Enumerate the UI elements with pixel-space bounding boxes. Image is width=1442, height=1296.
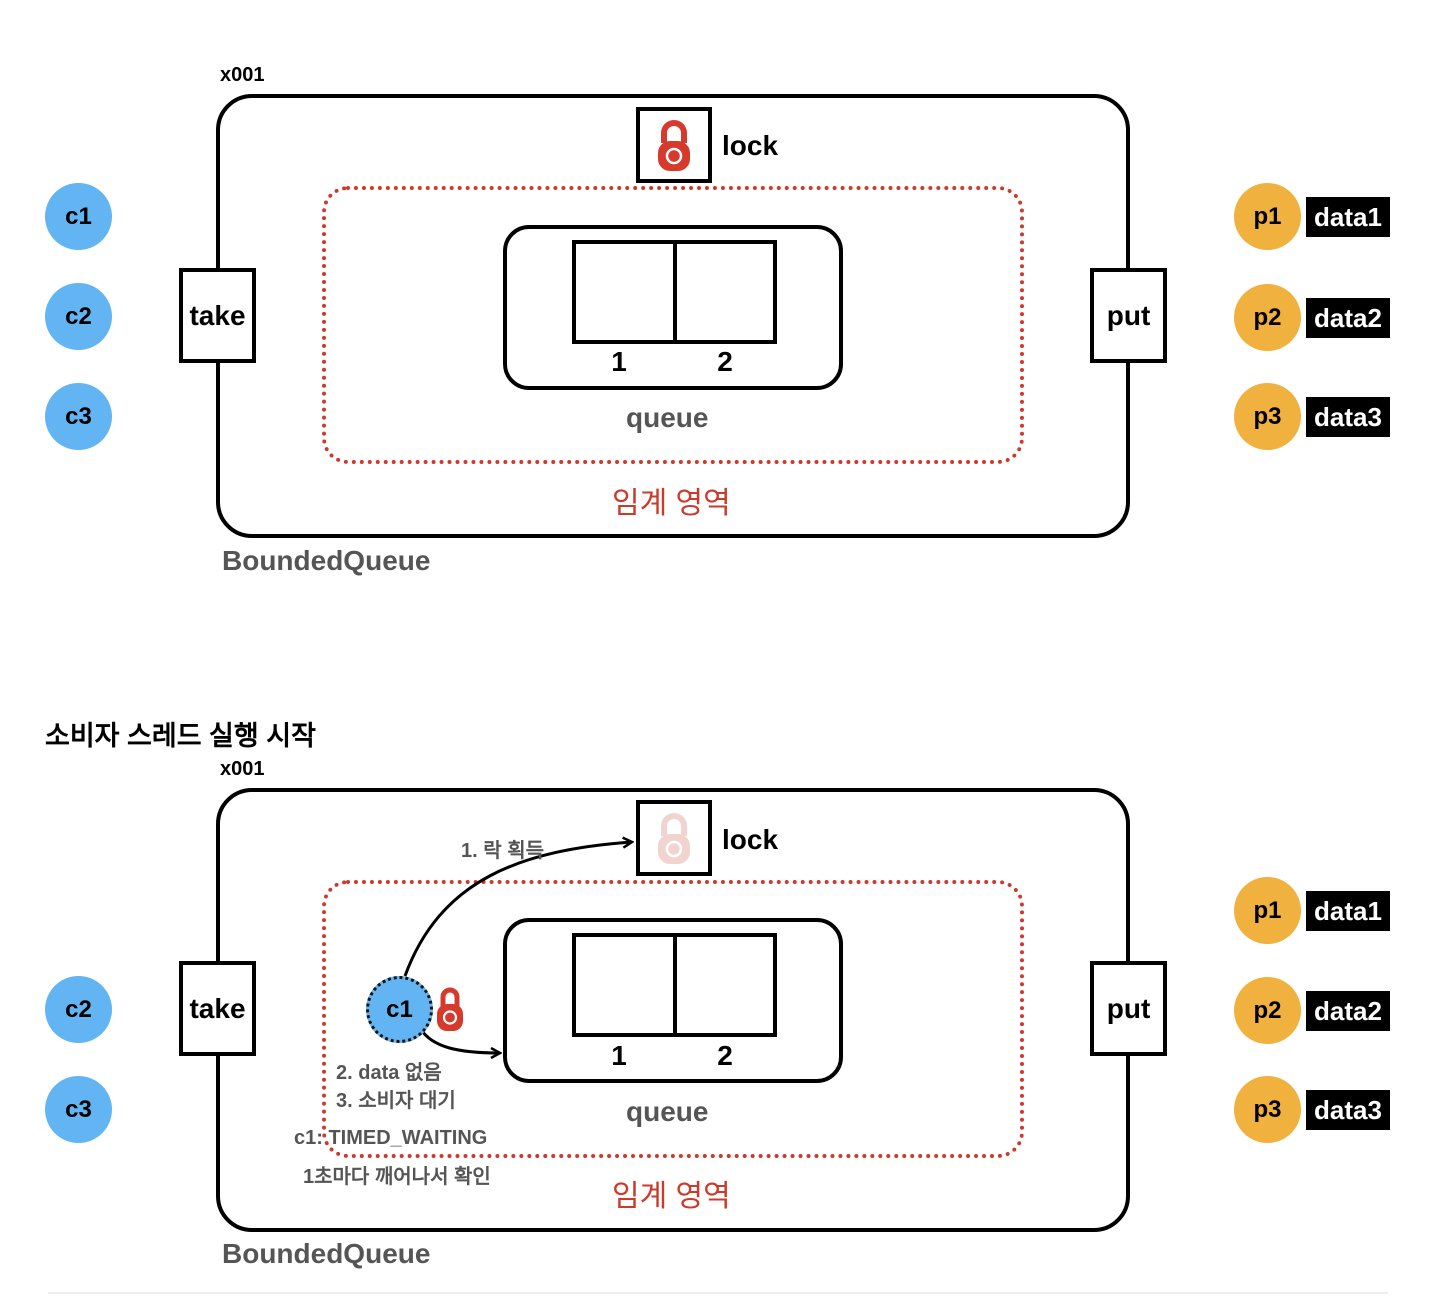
slot-number: 2 xyxy=(717,346,733,377)
bottom-critical-label: 임계 영역 xyxy=(612,1180,731,1213)
bottom-take-gate: take xyxy=(179,961,256,1056)
bottom-container-label: BoundedQueue xyxy=(222,1238,431,1269)
bottom-lock-label: lock xyxy=(722,824,779,855)
active-consumer-thread: c1 xyxy=(366,976,433,1043)
bottom-put-gate: put xyxy=(1090,961,1167,1056)
queue-slot xyxy=(672,937,774,1033)
step-1-note: 1. 락 획득 xyxy=(461,840,544,862)
consumer-thread: c3 xyxy=(45,1076,112,1143)
producer-thread: p3 xyxy=(1234,383,1301,450)
step-2-note: 2. data 없음 xyxy=(336,1062,442,1084)
arrow-to-lock xyxy=(403,842,632,977)
queue-slot xyxy=(672,244,774,340)
bottom-critical-section xyxy=(322,880,1024,1158)
top-queue-slots xyxy=(572,240,777,344)
consumer-thread: c1 xyxy=(45,183,112,250)
bottom-queue-slots xyxy=(572,933,777,1037)
top-critical-label: 임계 영역 xyxy=(612,487,731,520)
top-critical-section xyxy=(322,186,1024,464)
producer-thread: p3 xyxy=(1234,1076,1301,1143)
step-3-note: 3. 소비자 대기 xyxy=(336,1090,456,1112)
producer-data-tag: data2 xyxy=(1306,991,1390,1031)
top-queue-label: queue xyxy=(626,402,709,433)
producer-data-tag: data3 xyxy=(1306,1090,1390,1130)
bottom-queue-label: queue xyxy=(626,1096,709,1127)
top-lock-box xyxy=(636,107,712,183)
producer-data-tag: data1 xyxy=(1306,891,1390,931)
thread-state-note: c1: TIMED_WAITING xyxy=(294,1127,488,1149)
lock-icon xyxy=(658,120,690,171)
producer-data-tag: data3 xyxy=(1306,397,1390,437)
top-container-label: BoundedQueue xyxy=(222,545,431,576)
producer-data-tag: data2 xyxy=(1306,298,1390,338)
producer-data-tag: data1 xyxy=(1306,197,1390,237)
top-lock-label: lock xyxy=(722,130,779,161)
consumer-thread: c3 xyxy=(45,383,112,450)
top-take-gate: take xyxy=(179,268,256,363)
thread-state-detail: 1초마다 깨어나서 확인 xyxy=(303,1166,491,1188)
lock-icon xyxy=(437,987,463,1031)
consumer-thread: c2 xyxy=(45,976,112,1043)
consumer-thread: c2 xyxy=(45,283,112,350)
producer-thread: p1 xyxy=(1234,877,1301,944)
divider xyxy=(48,1292,1388,1294)
top-put-gate: put xyxy=(1090,268,1167,363)
slot-number: 1 xyxy=(611,346,627,377)
section-title: 소비자 스레드 실행 시작 xyxy=(45,721,316,751)
slot-number: 1 xyxy=(611,1040,627,1071)
top-address-label: x001 xyxy=(220,64,265,86)
producer-thread: p2 xyxy=(1234,284,1301,351)
lock-icon xyxy=(658,813,690,864)
bottom-lock-box xyxy=(636,800,712,876)
arrow-to-queue xyxy=(418,1027,500,1053)
slot-number: 2 xyxy=(717,1040,733,1071)
producer-thread: p2 xyxy=(1234,977,1301,1044)
producer-thread: p1 xyxy=(1234,183,1301,250)
bottom-address-label: x001 xyxy=(220,758,265,780)
